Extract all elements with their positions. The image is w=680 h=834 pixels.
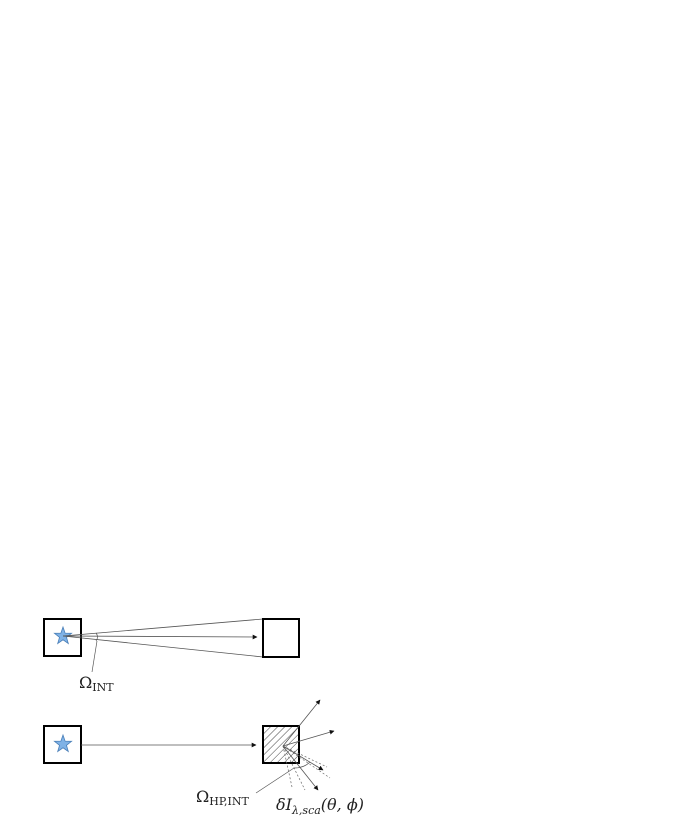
scattered-intensity-label: δIλ,sca(θ, ϕ) <box>276 795 364 817</box>
target-box <box>262 618 300 658</box>
omega-hp-int-label: ΩHP,INT <box>196 787 249 808</box>
omega-hp-int-leader <box>255 767 295 794</box>
solid-angle-arc <box>95 632 98 642</box>
omega-int-label: ΩINT <box>79 673 114 694</box>
central-ray-arrow <box>62 634 258 640</box>
source-box <box>43 725 82 764</box>
top-panel: ΩINT <box>43 618 300 694</box>
star-icon <box>53 733 73 753</box>
scattering-solid-angle-cone <box>282 745 331 791</box>
scattered-rays <box>282 699 335 791</box>
star-icon <box>53 625 73 645</box>
hatched-scattering-box <box>262 725 300 764</box>
cone-upper-ray <box>62 618 264 637</box>
cone-lower-ray <box>62 635 264 658</box>
bottom-panel: ΩHP,INT δIλ,sca(θ, ϕ) <box>43 699 364 817</box>
omega-int-leader <box>91 640 98 673</box>
